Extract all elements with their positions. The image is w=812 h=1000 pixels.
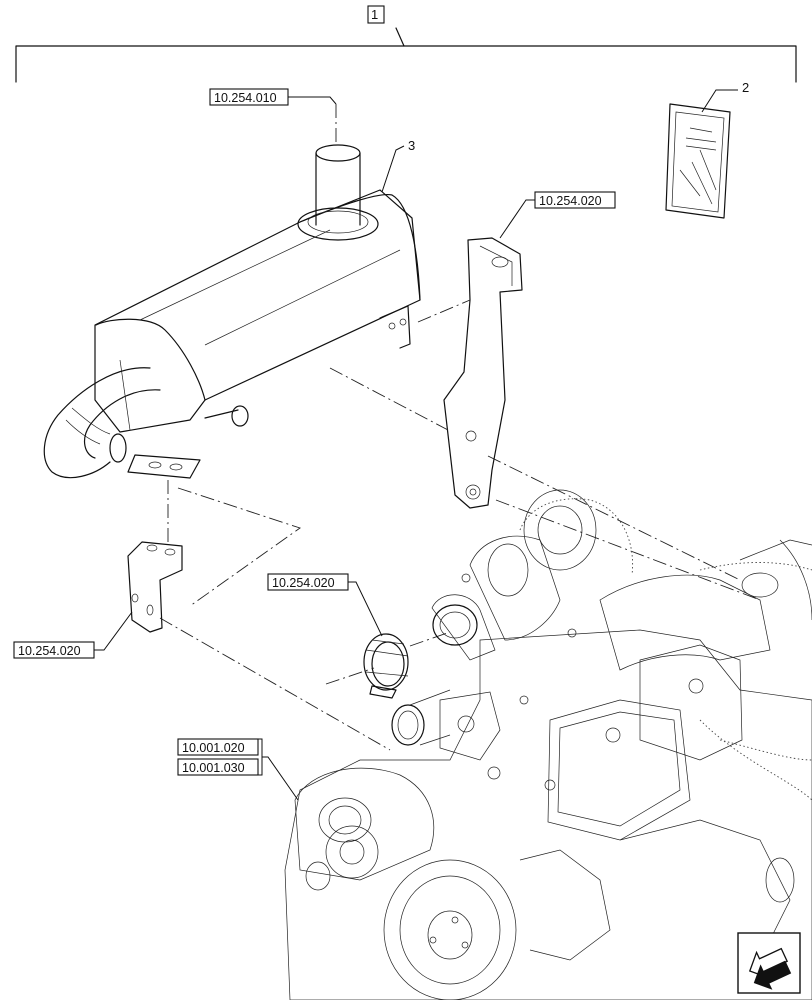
ref-label-top[interactable]: 10.254.010 — [209, 88, 337, 106]
muffler: 3 — [43, 138, 421, 479]
ref-label-clamp[interactable]: 10.254.020 — [267, 573, 383, 637]
ref-engine-b-text: 10.001.030 — [182, 761, 245, 775]
assembly-item-number: 1 — [371, 7, 378, 22]
item-2-number: 2 — [742, 80, 749, 95]
back-arrow-icon[interactable] — [737, 932, 801, 996]
hose-clamp — [363, 633, 409, 699]
engine-assembly — [284, 489, 812, 1000]
left-mounting-bracket — [127, 541, 183, 633]
ref-label-bracket-right[interactable]: 10.254.020 — [499, 191, 616, 239]
ref-bracket-left-text: 10.254.020 — [18, 644, 81, 658]
ref-clamp-text: 10.254.020 — [272, 576, 335, 590]
assembly-centerlines — [159, 299, 761, 751]
ref-bracket-right-text: 10.254.020 — [539, 194, 602, 208]
ref-label-bracket-left[interactable]: 10.254.020 — [13, 611, 133, 659]
right-mounting-bracket — [443, 237, 523, 509]
assembly-bracket: 1 — [15, 5, 797, 83]
ref-label-engine[interactable]: 10.001.020 10.001.030 — [177, 738, 299, 801]
item-3-number: 3 — [408, 138, 415, 153]
ref-top-text: 10.254.010 — [214, 91, 277, 105]
manual-document: 2 — [665, 80, 749, 219]
ref-engine-a-text: 10.001.020 — [182, 741, 245, 755]
